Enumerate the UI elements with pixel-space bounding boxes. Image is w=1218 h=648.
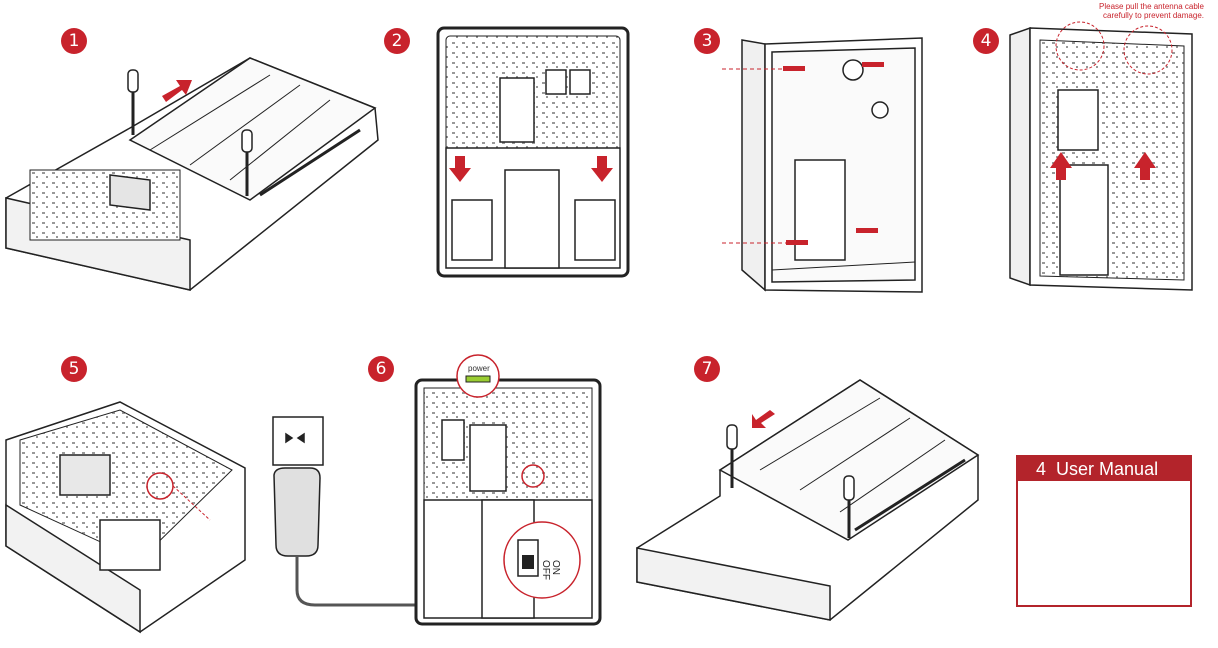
step-4-arrow-left: [1050, 152, 1072, 180]
antenna-warning-line-2: carefully to prevent damage.: [1103, 11, 1204, 20]
step-2-arrow-right: [591, 156, 613, 182]
svg-text:OFF: OFF: [540, 560, 551, 580]
step-4-arrow-right: [1134, 152, 1156, 180]
step-3-screws: [783, 62, 884, 245]
step-1-illustration: [5, 57, 379, 291]
step-7-arrow: [752, 410, 775, 428]
user-manual-panel: 4 User Manual: [1016, 455, 1192, 607]
user-manual-header: 4 User Manual: [1018, 457, 1190, 481]
step-3-illustration: [741, 37, 923, 293]
user-manual-number: 4: [1036, 459, 1047, 479]
step-5-illustration: [5, 401, 246, 634]
power-led: [465, 375, 491, 383]
step-2-arrow-left: [449, 156, 471, 182]
antenna-warning-note: Please pull the antenna cable carefully …: [1099, 2, 1204, 20]
step-5-badge: 5: [61, 356, 87, 382]
step-1-arrow: [162, 80, 192, 102]
step-1-badge: 1: [61, 28, 87, 54]
step-4-antenna-circles: [1055, 21, 1173, 75]
power-label: power: [468, 364, 490, 373]
step-7-badge: 7: [694, 356, 720, 382]
step-2-badge: 2: [384, 28, 410, 54]
step-6-badge: 6: [368, 356, 394, 382]
step-4-badge: 4: [973, 28, 999, 54]
step-7-illustration: [636, 379, 980, 621]
step-3-badge: 3: [694, 28, 720, 54]
step-2-illustration: [436, 26, 630, 278]
antenna-warning-line-1: Please pull the antenna cable: [1099, 2, 1204, 11]
svg-text:ON: ON: [550, 560, 561, 575]
user-manual-title: User Manual: [1056, 459, 1159, 479]
step-4-illustration: [1009, 26, 1193, 291]
